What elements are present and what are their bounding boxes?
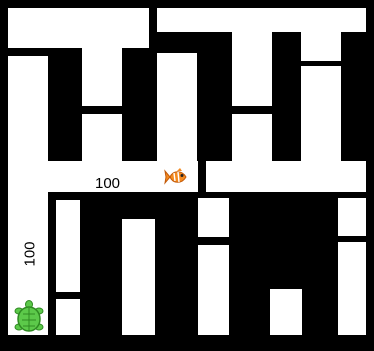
path-bottom-col-c-low bbox=[198, 245, 229, 335]
path-corridor-d-low bbox=[301, 66, 341, 161]
distance-label-horizontal: 100 bbox=[95, 176, 120, 191]
path-corridor-c-low bbox=[232, 114, 272, 161]
fish-icon bbox=[164, 167, 192, 187]
path-top-left bbox=[8, 8, 149, 48]
path-bottom-col-b bbox=[122, 219, 155, 335]
distance-label-vertical: 100 bbox=[23, 241, 38, 266]
path-bottom-col-c bbox=[198, 198, 229, 237]
path-corridor-c bbox=[232, 31, 272, 106]
path-bottom-col-a bbox=[56, 200, 80, 292]
path-corridor-a-low bbox=[82, 114, 122, 161]
path-corridor-a bbox=[82, 31, 122, 106]
path-corridor-b bbox=[157, 53, 197, 161]
path-top-right bbox=[157, 8, 366, 32]
path-left-strip bbox=[8, 56, 48, 161]
path-middle-right bbox=[206, 161, 366, 192]
path-bottom-col-a-low bbox=[56, 299, 80, 335]
turtle-icon bbox=[13, 300, 45, 336]
path-bottom-col-e bbox=[338, 198, 366, 236]
path-bottom-col-e-low bbox=[338, 242, 366, 335]
path-bottom-col-d bbox=[270, 289, 302, 335]
path-corridor-d bbox=[301, 31, 341, 61]
